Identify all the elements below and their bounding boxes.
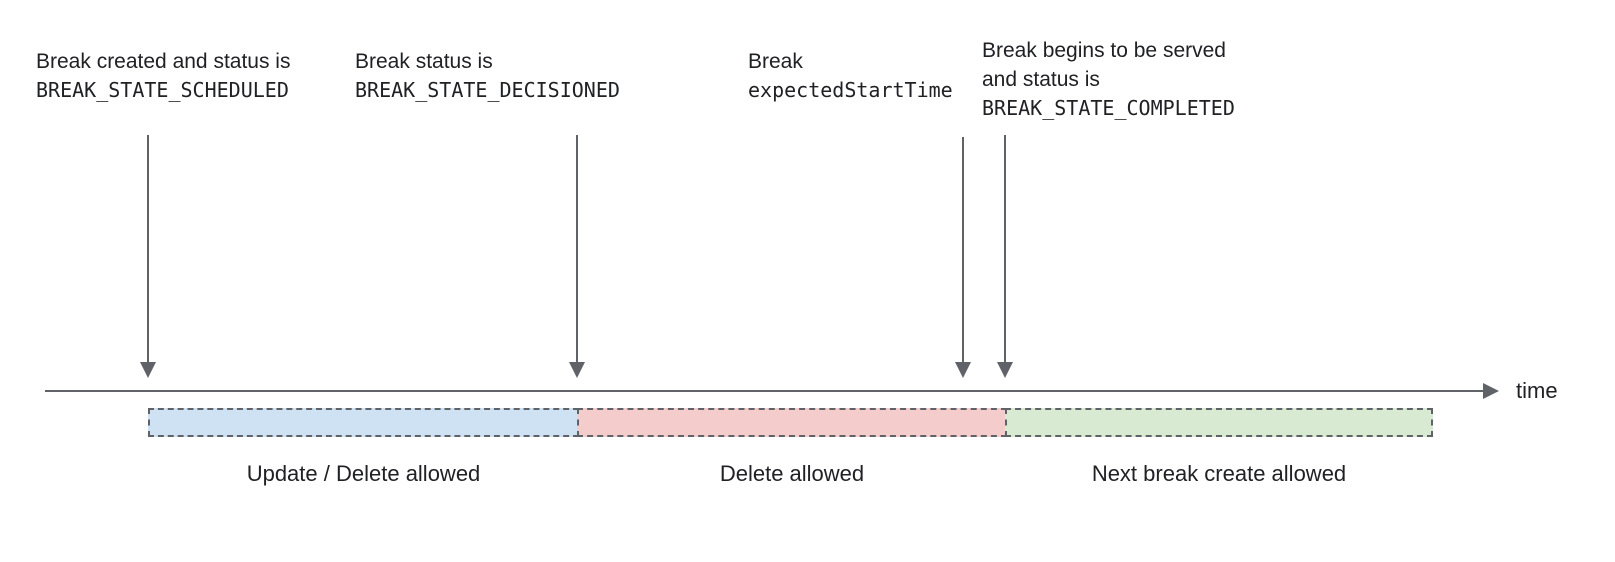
segment-delete-allowed: [577, 408, 1007, 437]
arrowhead-icon: [955, 362, 971, 378]
segment-update-delete-allowed: [148, 408, 579, 437]
annotation-scheduled: Break created and status is BREAK_STATE_…: [36, 47, 290, 105]
annotation-code: BREAK_STATE_DECISIONED: [355, 78, 620, 102]
arrowhead-icon: [140, 362, 156, 378]
annotation-completed: Break begins to be served and status is …: [982, 36, 1235, 123]
segment-next-break-create-allowed: [1005, 408, 1433, 437]
annotation-code: BREAK_STATE_SCHEDULED: [36, 78, 289, 102]
segment-label: Next break create allowed: [1091, 461, 1347, 486]
annotation-expected-start-time: Break expectedStartTime: [748, 47, 953, 105]
annotation-text: Break created and status is: [36, 50, 291, 73]
arrow-shaft: [1004, 135, 1006, 364]
right-arrowhead-icon: [1483, 383, 1499, 399]
arrow-shaft: [962, 137, 964, 364]
annotation-code: BREAK_STATE_COMPLETED: [982, 96, 1235, 120]
annotation-text: Break begins to be served: [982, 39, 1226, 62]
down-arrow-icon: [997, 135, 1013, 378]
annotation-text: Break: [748, 50, 803, 73]
segment-label: Delete allowed: [719, 461, 865, 486]
annotation-text: Break status is: [355, 50, 493, 73]
timeline-axis-label: time: [1516, 378, 1558, 403]
annotation-decisioned: Break status is BREAK_STATE_DECISIONED: [355, 47, 620, 105]
down-arrow-icon: [955, 137, 971, 378]
annotation-code: expectedStartTime: [748, 78, 953, 102]
segment-label: Update / Delete allowed: [246, 461, 481, 486]
arrow-shaft: [576, 135, 578, 364]
arrow-shaft: [147, 135, 149, 364]
arrowhead-icon: [569, 362, 585, 378]
annotation-text: and status is: [982, 68, 1100, 91]
down-arrow-icon: [140, 135, 156, 378]
down-arrow-icon: [569, 135, 585, 378]
timeline-axis: [45, 390, 1485, 392]
arrowhead-icon: [997, 362, 1013, 378]
